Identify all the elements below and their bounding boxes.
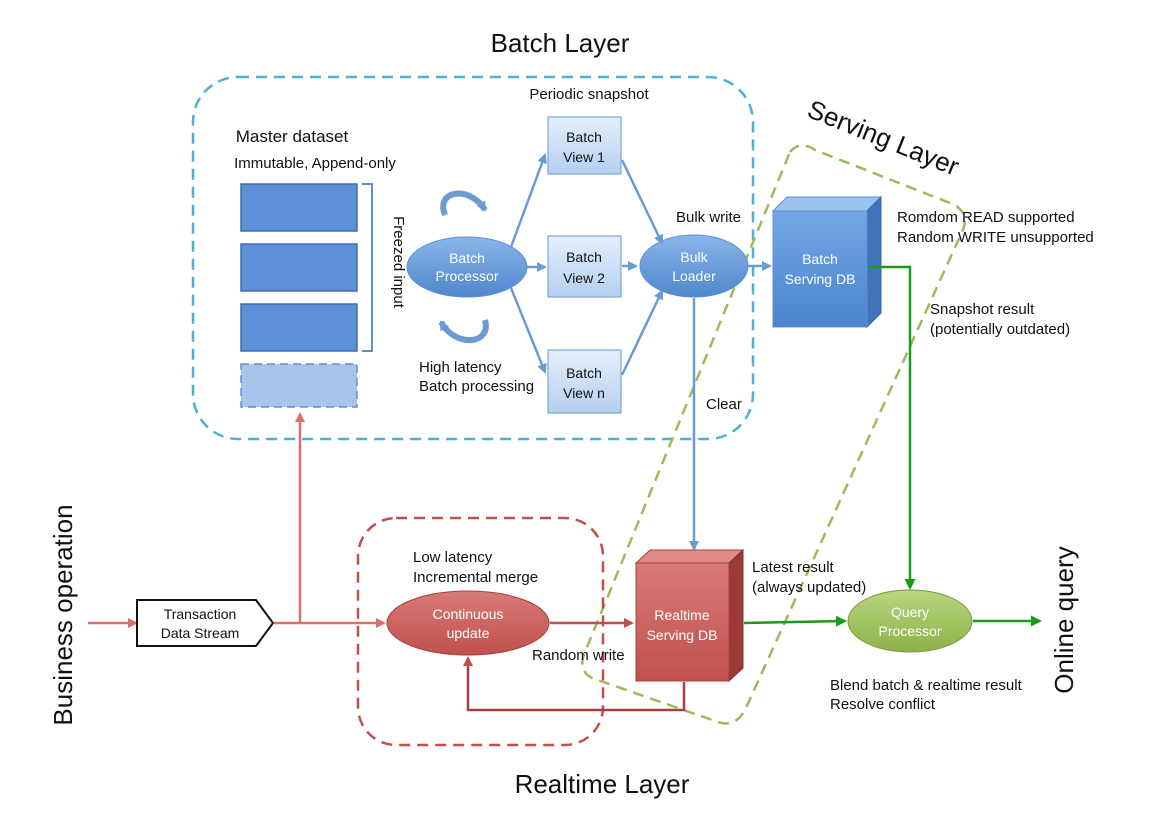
query-note2: Resolve conflict bbox=[830, 696, 936, 713]
arrow-realtime-db-to-query bbox=[743, 615, 847, 627]
bulk-loader-line1: Bulk bbox=[680, 249, 708, 265]
dataset-block-3 bbox=[240, 303, 358, 352]
realtime-db-note1: Latest result bbox=[752, 559, 835, 576]
cycle-arrow-bottom-icon bbox=[438, 319, 489, 344]
batch-layer-title: Batch Layer bbox=[491, 28, 630, 58]
arrow-viewn-to-loader bbox=[620, 289, 664, 376]
snapshot-result-label2: (potentially outdated) bbox=[930, 321, 1070, 338]
continuous-note1: Low latency bbox=[413, 549, 493, 566]
periodic-snapshot-label: Periodic snapshot bbox=[529, 86, 649, 103]
bulk-loader-node bbox=[639, 234, 749, 298]
batch-view-2-line1: Batch bbox=[566, 249, 602, 265]
batch-view-1-line2: View 1 bbox=[563, 149, 605, 165]
arrow-processor-to-viewn bbox=[509, 287, 547, 374]
continuous-update-node bbox=[386, 590, 550, 656]
clear-label: Clear bbox=[706, 396, 742, 413]
serving-layer-region bbox=[580, 144, 967, 725]
freezed-input-bracket bbox=[362, 183, 373, 352]
batch-serving-db-note1: Romdom READ supported bbox=[897, 209, 1075, 226]
arrow-batch-db-to-query bbox=[868, 265, 916, 590]
arrow-view1-to-loader bbox=[620, 159, 664, 245]
business-operation-label: Business operation bbox=[48, 504, 78, 725]
query-note1: Blend batch & realtime result bbox=[830, 677, 1023, 694]
realtime-serving-db-line1: Realtime bbox=[654, 607, 709, 623]
continuous-update-line2: update bbox=[447, 625, 490, 641]
batch-view-2 bbox=[547, 235, 622, 298]
batch-view-n bbox=[547, 349, 622, 414]
realtime-db-note2: (always updated) bbox=[752, 579, 866, 596]
arrow-realtime-db-feedback bbox=[463, 656, 686, 712]
dataset-block-new bbox=[240, 363, 358, 408]
realtime-serving-db-line2: Serving DB bbox=[647, 627, 718, 643]
master-dataset-subtitle: Immutable, Append-only bbox=[234, 155, 396, 172]
batch-processor-line2: Processor bbox=[435, 268, 498, 284]
serving-layer-title: Serving Layer bbox=[803, 94, 963, 182]
batch-serving-db-line2: Serving DB bbox=[785, 271, 856, 287]
batch-view-1-line1: Batch bbox=[566, 129, 602, 145]
batch-serving-db-line1: Batch bbox=[802, 251, 838, 267]
bulk-write-label: Bulk write bbox=[676, 209, 741, 226]
cycle-arrow-top-icon bbox=[440, 190, 488, 217]
continuous-note2: Incremental merge bbox=[413, 569, 538, 586]
random-write-label: Random write bbox=[532, 647, 625, 664]
batch-processor-note2: Batch processing bbox=[419, 378, 534, 395]
batch-view-2-line2: View 2 bbox=[563, 270, 605, 286]
batch-serving-db-note2: Random WRITE unsupported bbox=[897, 229, 1094, 246]
realtime-layer-title: Realtime Layer bbox=[515, 769, 690, 799]
batch-processor-node bbox=[406, 236, 528, 298]
arrow-processor-to-view1 bbox=[509, 153, 547, 248]
realtime-layer-region bbox=[356, 516, 605, 747]
online-query-label: Online query bbox=[1049, 546, 1079, 693]
bulk-loader-line2: Loader bbox=[672, 268, 716, 284]
batch-view-1 bbox=[547, 116, 622, 175]
batch-view-n-line2: View n bbox=[563, 385, 605, 401]
transaction-stream-line2: Data Stream bbox=[161, 625, 240, 641]
dataset-block-1 bbox=[240, 183, 358, 232]
freezed-input-label: Freezed input bbox=[390, 216, 407, 309]
transaction-stream-line1: Transaction bbox=[164, 606, 237, 622]
query-processor-line2: Processor bbox=[878, 623, 941, 639]
realtime-serving-db bbox=[634, 548, 745, 683]
continuous-update-line1: Continuous bbox=[433, 606, 504, 622]
snapshot-result-label1: Snapshot result bbox=[930, 301, 1035, 318]
query-processor-node bbox=[847, 589, 973, 653]
query-processor-line1: Query bbox=[891, 604, 929, 620]
transaction-stream-node bbox=[136, 599, 275, 647]
batch-processor-line1: Batch bbox=[449, 250, 485, 266]
batch-layer-region bbox=[191, 75, 755, 441]
batch-view-n-line1: Batch bbox=[566, 365, 602, 381]
master-dataset-title: Master dataset bbox=[236, 127, 349, 146]
dataset-block-2 bbox=[240, 243, 358, 292]
batch-serving-db bbox=[771, 195, 883, 329]
batch-processor-note1: High latency bbox=[419, 359, 502, 376]
